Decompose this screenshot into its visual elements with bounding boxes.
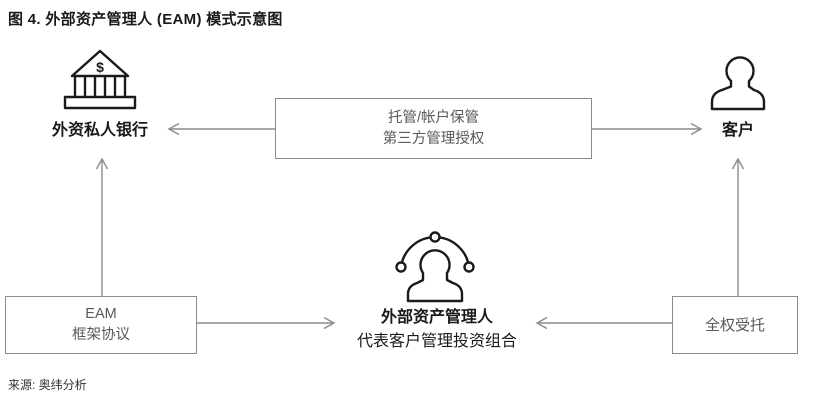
mandate-box: 全权受托 — [672, 296, 798, 354]
person-icon — [710, 56, 766, 111]
bank-icon: $ — [63, 49, 137, 110]
arrow-mandate-to-client — [731, 157, 745, 296]
arrow-custody-to-client — [592, 122, 703, 136]
svg-text:$: $ — [96, 59, 104, 75]
arrow-eam-agreement-to-eam — [197, 316, 336, 330]
source-note: 来源: 奥纬分析 — [8, 378, 87, 392]
arrow-custody-to-bank — [167, 122, 275, 136]
mandate-box-label: 全权受托 — [704, 316, 765, 334]
custody-box: 托管/帐户保管 第三方管理授权 — [275, 98, 592, 159]
custody-box-line2: 第三方管理授权 — [382, 130, 485, 147]
eam-agreement-box-line1: EAM — [85, 306, 117, 322]
arrow-mandate-to-eam — [535, 316, 672, 330]
eam-agreement-box-line2: 框架协议 — [72, 327, 130, 343]
figure-title: 图 4. 外部资产管理人 (EAM) 模式示意图 — [8, 11, 283, 28]
eam-agreement-box: EAM 框架协议 — [5, 296, 197, 354]
bank-label: 外资私人银行 — [51, 122, 148, 139]
custody-box-line1: 托管/帐户保管 — [387, 109, 480, 126]
client-label: 客户 — [721, 122, 754, 139]
eam-sublabel: 代表客户管理投资组合 — [356, 333, 517, 350]
person-network-icon — [395, 231, 475, 303]
eam-label: 外部资产管理人 — [380, 309, 493, 326]
arrow-eam-agreement-to-bank — [95, 157, 109, 296]
